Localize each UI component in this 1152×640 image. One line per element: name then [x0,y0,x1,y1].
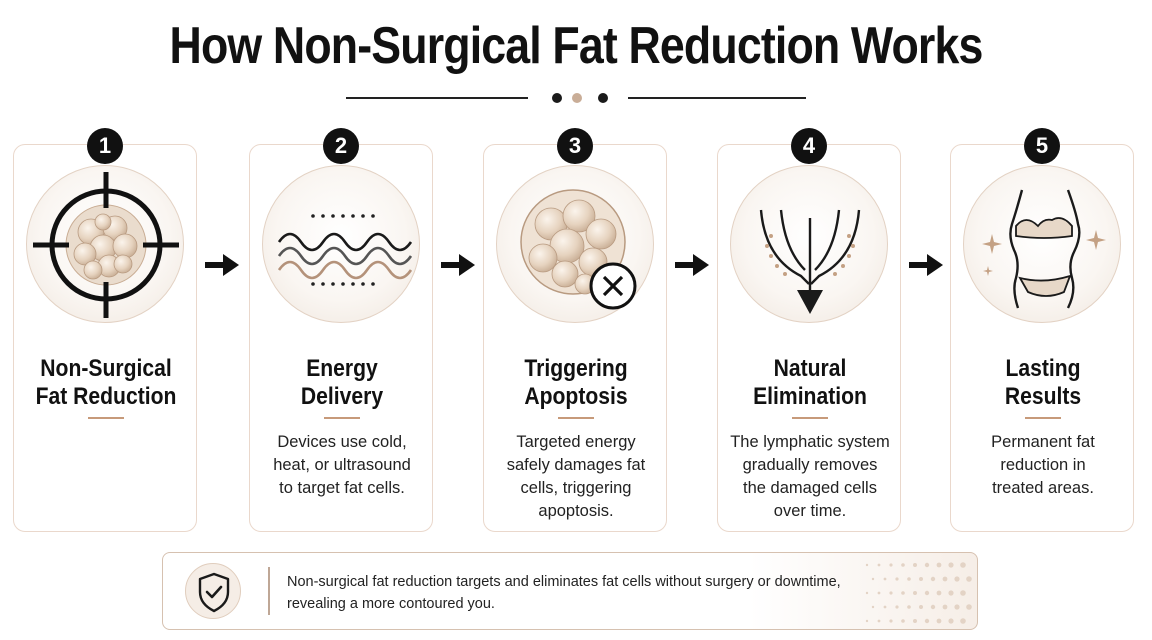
banner-text: Non-surgical fat reduction targets and e… [287,574,841,612]
divider-dot [552,93,562,103]
divider-line-left [346,97,528,99]
shield-check-icon [185,563,241,619]
accent-bar [88,417,124,419]
divider-dot [598,93,608,103]
arrow-right-icon [909,254,943,276]
step-number-1: 1 [87,128,123,164]
accent-bar [558,417,594,419]
accent-bar [1025,417,1061,419]
page-title: How Non-Surgical Fat Reduction Works [169,17,984,75]
target-fat-cluster-icon [26,165,184,323]
elimination-arrows-icon [730,165,888,323]
accent-bar [324,417,360,419]
damaged-fat-cells-icon [496,165,654,323]
arrow-right-icon [205,254,239,276]
accent-bar [792,417,828,419]
arrow-right-icon [441,254,475,276]
body-silhouette-icon [963,165,1121,323]
divider-dot [572,93,582,103]
dot-pattern-decoration [865,562,972,624]
step-number-2: 2 [323,128,359,164]
summary-banner: Non-surgical fat reduction targets and e… [162,552,978,630]
banner-separator [268,567,270,615]
energy-waves-icon [262,165,420,323]
step-number-5: 5 [1024,128,1060,164]
arrow-right-icon [675,254,709,276]
step-number-3: 3 [557,128,593,164]
divider-line-right [628,97,806,99]
step-number-4: 4 [791,128,827,164]
